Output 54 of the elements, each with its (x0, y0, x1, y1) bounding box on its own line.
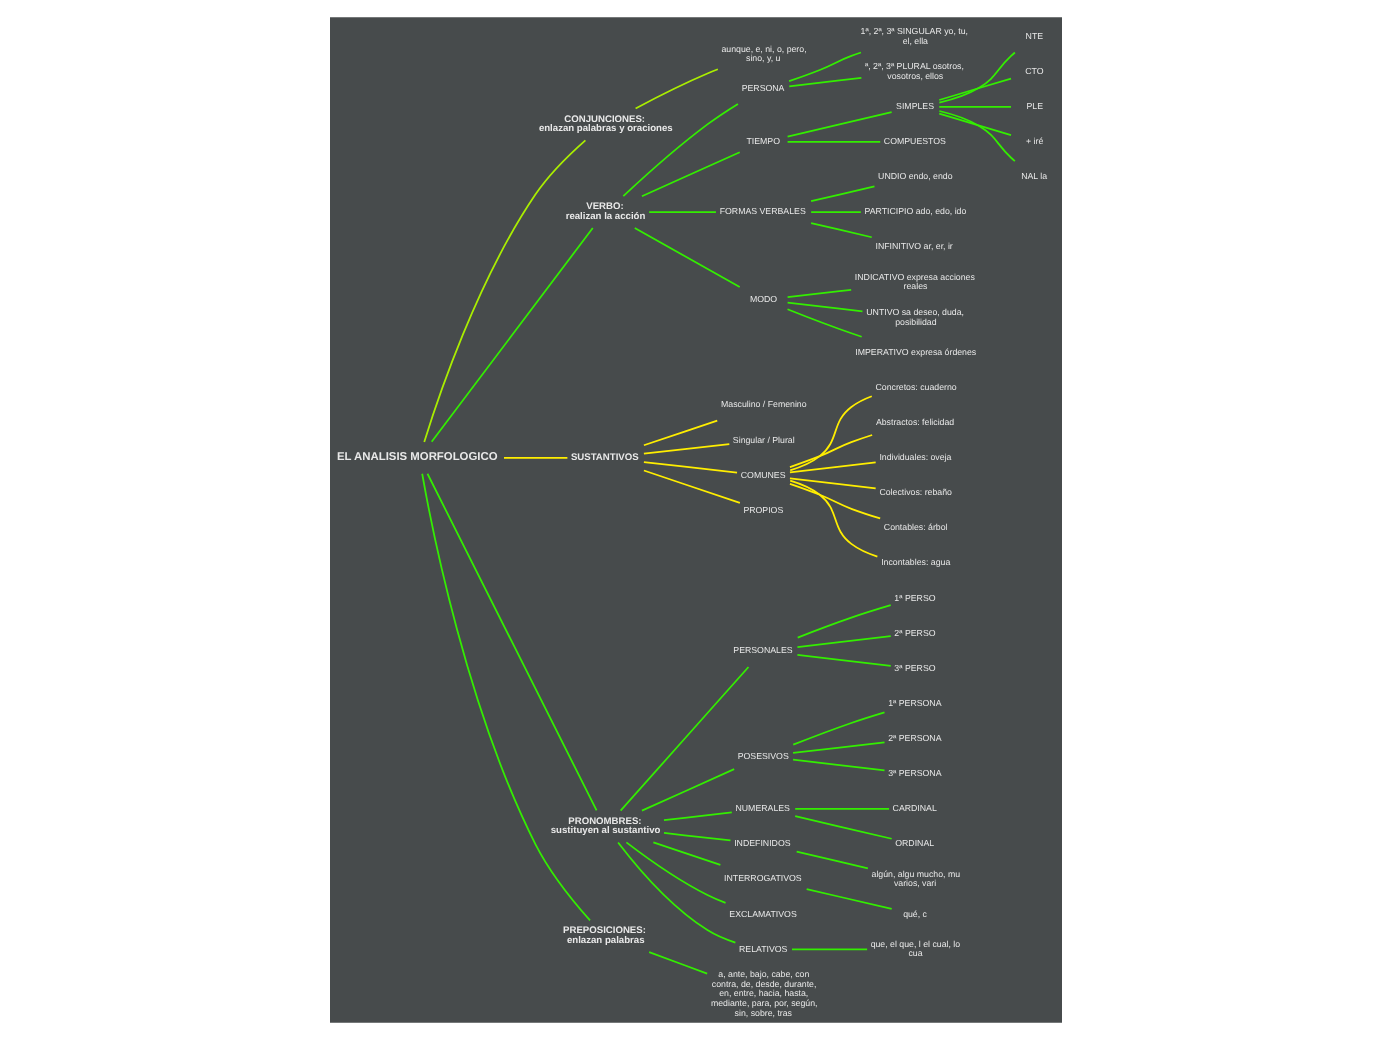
connector (810, 185, 876, 203)
connector (641, 151, 741, 198)
connector (648, 211, 717, 214)
connector (786, 308, 863, 338)
connector (789, 434, 874, 468)
connector (426, 472, 598, 812)
connector (789, 477, 877, 490)
connector (792, 758, 886, 772)
connector (796, 604, 892, 639)
connector (641, 768, 736, 812)
connector (648, 951, 709, 975)
connector (786, 288, 853, 299)
connector (805, 888, 893, 910)
connector (810, 222, 873, 239)
connector (423, 139, 587, 443)
connector (789, 479, 879, 558)
connector (634, 68, 719, 110)
connector (789, 483, 882, 520)
connector (643, 461, 738, 474)
connector (789, 395, 873, 472)
connector (792, 711, 886, 746)
connector (663, 832, 732, 842)
connector (643, 469, 741, 504)
connector (786, 111, 893, 138)
connector (938, 51, 1016, 104)
connector (786, 141, 882, 143)
connector (792, 741, 886, 754)
connector (938, 77, 1012, 101)
connector (796, 635, 892, 648)
connector (619, 666, 750, 812)
connector (788, 51, 862, 82)
connector (652, 841, 722, 866)
connector (633, 227, 741, 288)
connector (421, 472, 591, 922)
connector (663, 811, 733, 821)
connector (788, 77, 863, 88)
connector (938, 110, 1016, 162)
connector (938, 112, 1012, 136)
connector (643, 419, 719, 447)
connector (791, 948, 868, 951)
connector (625, 841, 727, 904)
connector (794, 815, 893, 840)
connector (786, 301, 864, 313)
connector (810, 211, 862, 214)
connector (789, 461, 877, 474)
connector (796, 653, 892, 667)
connector (938, 105, 1012, 108)
connector (795, 850, 869, 870)
connector (794, 808, 890, 810)
connector (430, 227, 594, 443)
connector (503, 457, 569, 459)
connector (617, 841, 737, 944)
connector (622, 103, 739, 197)
connector (643, 443, 731, 455)
